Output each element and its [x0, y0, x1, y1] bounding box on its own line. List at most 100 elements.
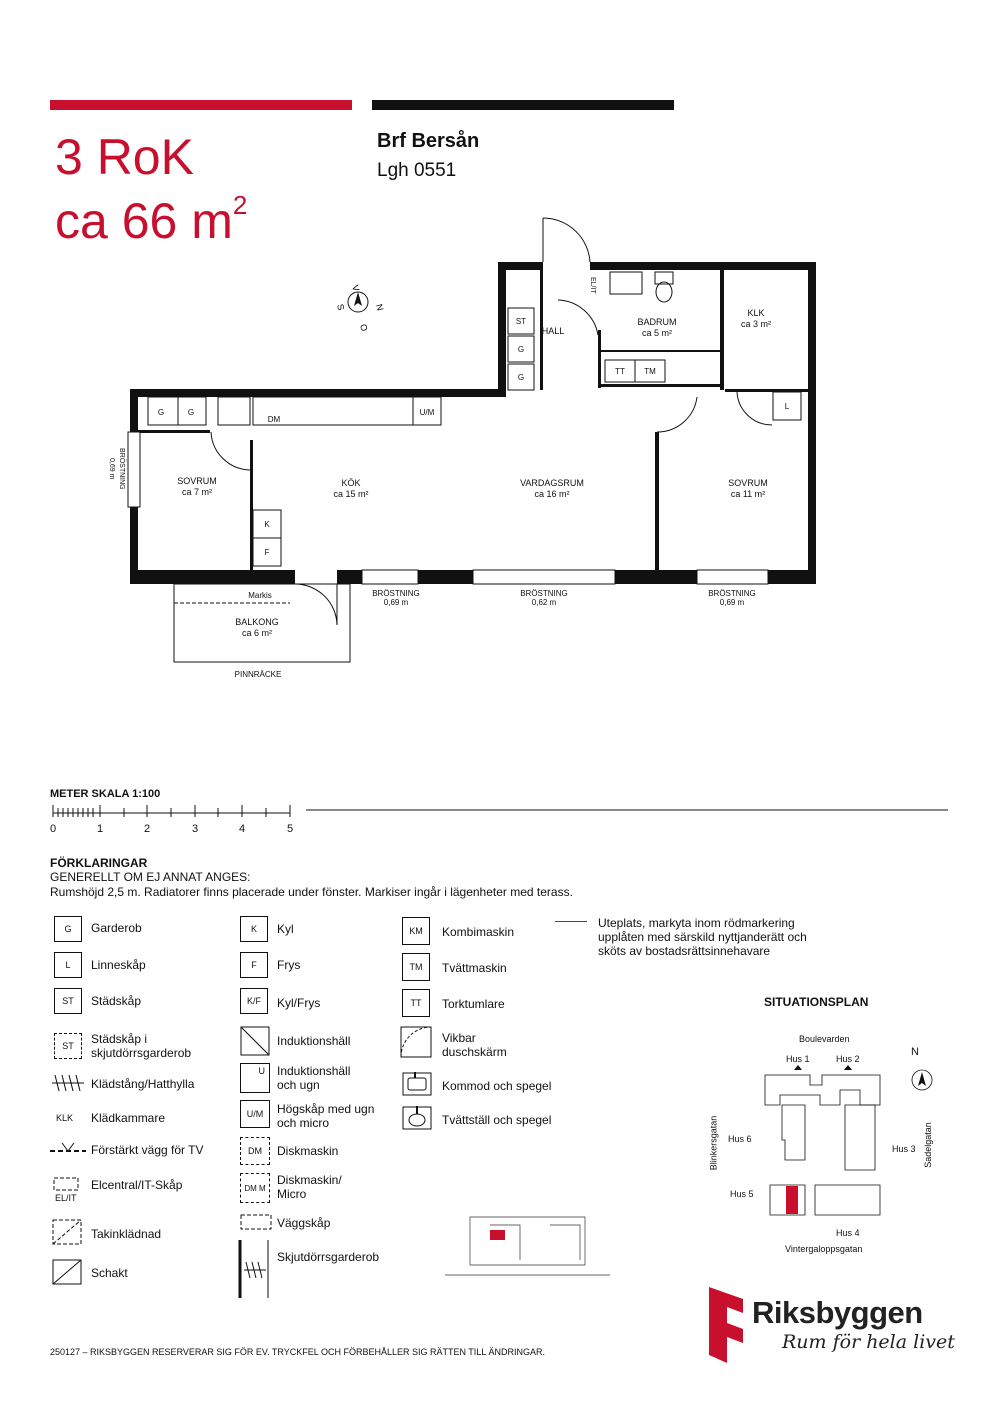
- tv-wall-icon: [50, 1142, 86, 1152]
- legend-st-symbol: ST: [54, 988, 82, 1014]
- legend-tv-label: Förstärkt vägg för TV: [91, 1143, 204, 1157]
- legend-dm-symbol: DM: [240, 1137, 270, 1165]
- compass-v: V: [350, 284, 361, 292]
- induction-hob-icon: [240, 1026, 270, 1056]
- legend-tvattstall-label: Tvättställ och spegel: [442, 1113, 552, 1127]
- room-sovrum-2: SOVRUM: [728, 478, 768, 488]
- room-hall: HALL: [542, 326, 565, 336]
- clothes-rail-icon: [52, 1074, 84, 1092]
- legend-schakt-label: Schakt: [91, 1266, 128, 1280]
- room-klk-area: ca 3 m²: [741, 319, 771, 329]
- compass-icon: N S V O: [335, 284, 385, 332]
- scale-title: METER SKALA 1:100: [50, 788, 161, 800]
- plan-brostning-2: BRÖSTNING: [520, 589, 568, 598]
- plan-code-l: L: [785, 402, 790, 411]
- plan-brostning-left: BRÖSTNING: [118, 448, 126, 490]
- header-black-bar: [372, 100, 674, 110]
- situation-north: N: [911, 1046, 919, 1058]
- situation-hus2: Hus 2: [836, 1054, 860, 1064]
- plan-code-g3: G: [518, 345, 524, 354]
- legend-dmm-label: Diskmaskin/ Micro: [277, 1173, 342, 1201]
- logo-name: Riksbyggen: [752, 1295, 923, 1330]
- legend-hob-oven-label: Induktionshäll och ugn: [277, 1064, 351, 1092]
- footer-disclaimer: 250127 – RIKSBYGGEN RESERVERAR SIG FÖR E…: [50, 1347, 545, 1357]
- situation-plan-map: [764, 1065, 933, 1216]
- plan-elit: EL/IT: [589, 277, 596, 294]
- legend-g-symbol: G: [54, 916, 82, 942]
- legend-hob-oven-symbol: U: [240, 1063, 270, 1093]
- legend-kf-symbol: K/F: [240, 988, 268, 1014]
- legend-tt-label: Torktumlare: [442, 997, 505, 1011]
- room-klk: KLK: [747, 308, 764, 318]
- room-count-title: 3 RoK: [55, 129, 194, 185]
- legend-takin-label: Takinklädnad: [91, 1227, 162, 1241]
- plan-code-dm: DM: [268, 415, 281, 424]
- situation-hus4: Hus 4: [836, 1228, 860, 1238]
- compass-s: S: [335, 303, 346, 311]
- plan-brostning-left-height: 0,69 m: [108, 458, 115, 480]
- legend-tm-symbol: TM: [402, 953, 430, 981]
- plan-code-f: F: [265, 548, 270, 557]
- legend-uteplats-label: Uteplats, markyta inom rödmarkering uppl…: [598, 916, 807, 958]
- room-badrum-area: ca 5 m²: [642, 328, 672, 338]
- plan-code-um: U/M: [420, 408, 435, 417]
- legend-f-symbol: F: [240, 952, 268, 978]
- room-kok: KÖK: [341, 478, 360, 488]
- compass-n: N: [374, 303, 385, 312]
- header-red-bar: [50, 100, 352, 110]
- plan-code-g4: G: [518, 373, 524, 382]
- plan-code-g2: G: [188, 408, 194, 417]
- legend-hob-label: Induktionshäll: [277, 1034, 351, 1048]
- plan-markis: Markis: [248, 591, 272, 600]
- compass-o: O: [358, 323, 369, 332]
- legend-klk-symbol: KLK: [56, 1113, 74, 1123]
- room-balkong-area: ca 6 m²: [242, 628, 272, 638]
- plan-brostning-1-height: 0,69 m: [384, 598, 409, 607]
- room-sovrum-1: SOVRUM: [177, 476, 217, 486]
- scale-bar: 0 1 2 3 4 5: [50, 805, 948, 835]
- legend-g-label: Garderob: [91, 921, 142, 935]
- ceiling-cladding-icon: [52, 1219, 82, 1245]
- situation-title: SITUATIONSPLAN: [764, 995, 869, 1009]
- legend-st-label: Städskåp: [91, 994, 142, 1008]
- legend-tt-symbol: TT: [402, 989, 430, 1017]
- legend-km-label: Kombimaskin: [442, 925, 515, 939]
- room-badrum: BADRUM: [637, 317, 676, 327]
- scale-tick-5: 5: [287, 823, 293, 835]
- legend-elit-symbol: EL/IT: [55, 1193, 77, 1203]
- folding-shower-screen-icon: [400, 1026, 432, 1058]
- legend-skjutdorr-label: Skjutdörrsgarderob: [277, 1250, 380, 1264]
- scale-tick-1: 1: [97, 823, 103, 835]
- washbasin-mirror-icon: [402, 1106, 432, 1130]
- legend-km-symbol: KM: [402, 917, 430, 945]
- logo-slogan: Rum för hela livet: [782, 1331, 955, 1353]
- plan-brostning-3-height: 0,69 m: [720, 598, 745, 607]
- project-name: Brf Bersån: [377, 130, 480, 152]
- legend-dmm-symbol: DM M: [240, 1173, 270, 1203]
- area-title: ca 66 m2: [55, 190, 248, 249]
- legend-um-label: Högskåp med ugn och micro: [277, 1102, 375, 1130]
- legend-dm-label: Diskmaskin: [277, 1144, 339, 1158]
- plan-code-tm: TM: [644, 367, 656, 376]
- plan-code-tt: TT: [615, 367, 625, 376]
- legend-klk-label: Klädkammare: [91, 1111, 166, 1125]
- plan-walls: [130, 262, 816, 584]
- dresser-mirror-icon: [402, 1072, 432, 1096]
- scale-tick-2: 2: [144, 823, 150, 835]
- room-vardagsrum: VARDAGSRUM: [520, 478, 584, 488]
- scale-tick-4: 4: [239, 823, 245, 835]
- situation-hus5: Hus 5: [730, 1189, 754, 1199]
- floor-plan: HALL BADRUM ca 5 m² KLK ca 3 m² SOVRUM c…: [108, 217, 816, 679]
- uteplats-marker: [555, 921, 587, 922]
- unit-number: Lgh 0551: [377, 160, 457, 181]
- legend-um-symbol: U/M: [240, 1100, 270, 1128]
- room-sovrum-2-area: ca 11 m²: [731, 489, 765, 499]
- electric-cabinet-icon: [53, 1177, 79, 1191]
- room-sovrum-1-area: ca 7 m²: [182, 487, 212, 497]
- plan-code-g1: G: [158, 408, 164, 417]
- legend-note: Rumshöjd 2,5 m. Radiatorer finns placera…: [50, 885, 573, 899]
- situation-vintergaloppsgatan: Vintergaloppsgatan: [785, 1244, 863, 1254]
- sliding-wardrobe-icon: [238, 1240, 269, 1298]
- scale-tick-0: 0: [50, 823, 56, 835]
- situation-blinkersgatan: Blinkersgatan: [708, 1115, 719, 1171]
